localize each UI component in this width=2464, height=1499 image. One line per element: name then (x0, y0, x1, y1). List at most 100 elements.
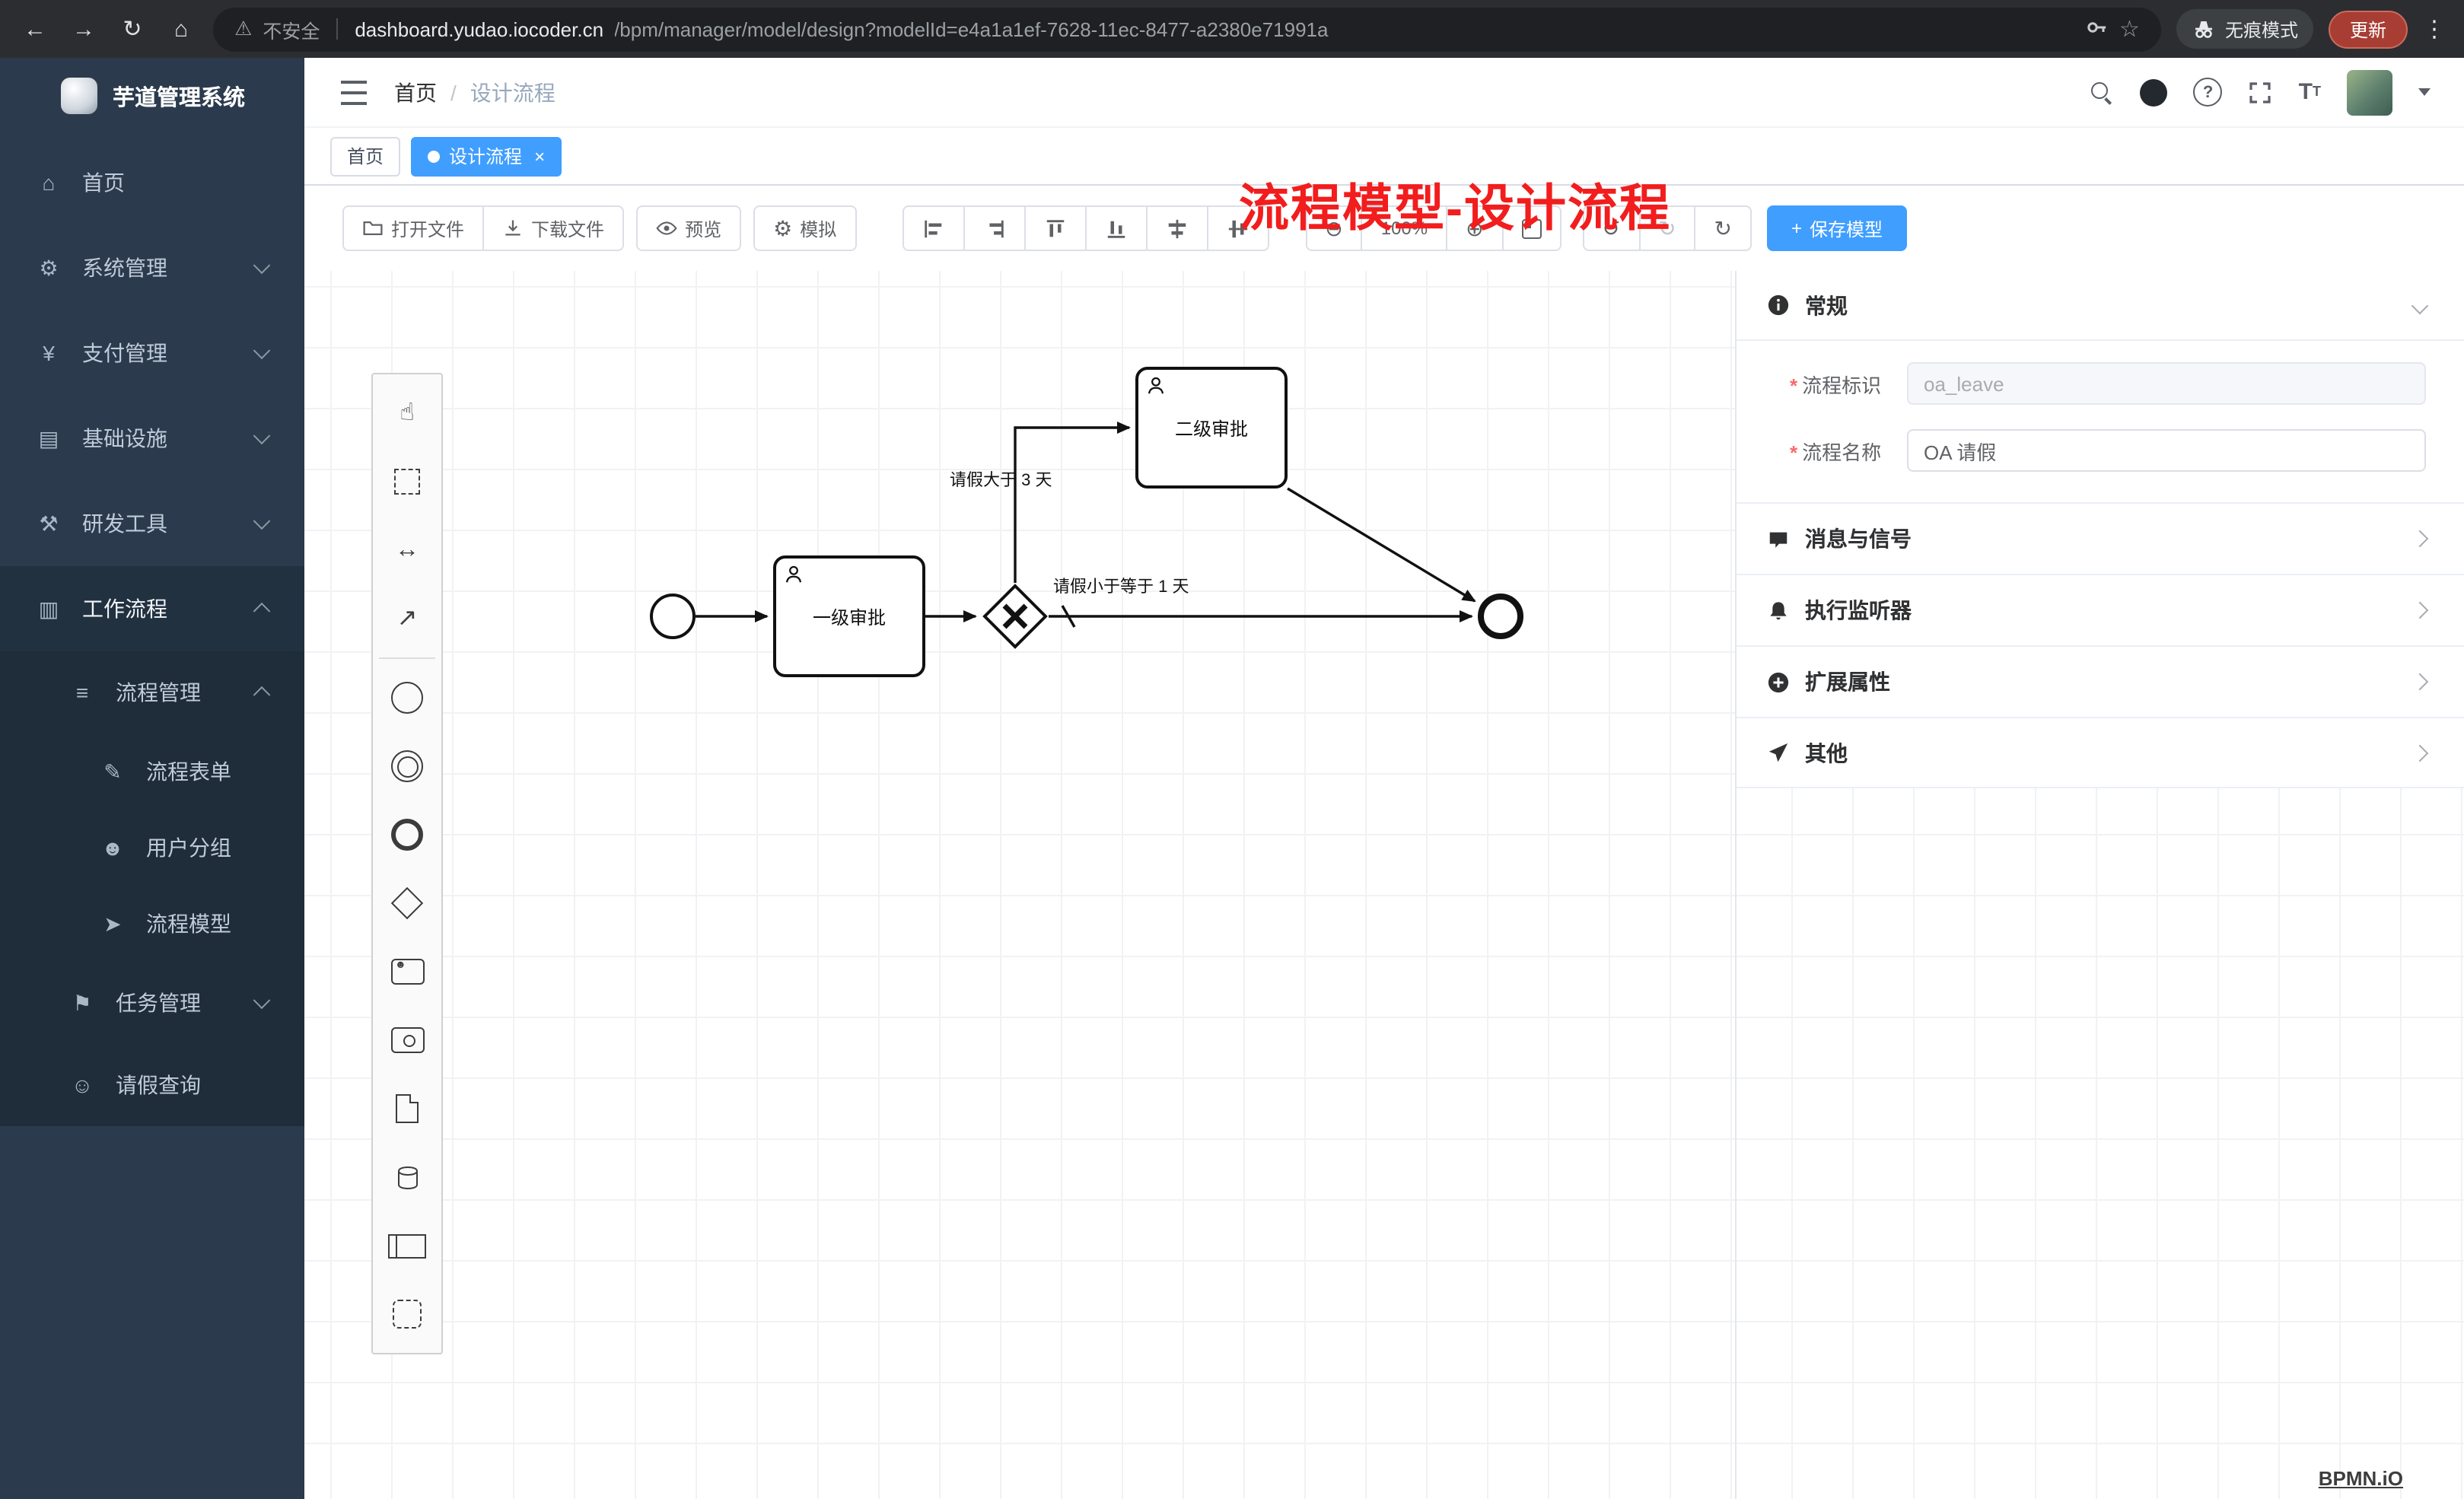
hand-tool[interactable]: ☝ (400, 399, 415, 425)
plus-icon: + (1791, 218, 1803, 239)
zoom-out-button[interactable]: ⊖ (1305, 205, 1363, 251)
align-right-button[interactable] (963, 205, 1026, 251)
panel-section-messages-signals[interactable]: 消息与信号 (1737, 502, 2464, 574)
close-icon[interactable]: × (534, 145, 546, 167)
zoom-reset-button[interactable] (1501, 205, 1561, 251)
sidebar-item-infrastructure[interactable]: ▤ 基础设施 (0, 396, 304, 481)
sidebar-item-workflow[interactable]: ▥ 工作流程 (0, 566, 304, 651)
create-gateway[interactable] (374, 869, 440, 937)
align-center-vertical-button[interactable] (1206, 205, 1269, 251)
divider (336, 18, 339, 40)
reload-icon[interactable]: ↻ (123, 17, 142, 43)
sidebar-item-process-model[interactable]: ➤ 流程模型 (0, 886, 304, 962)
sidebar-item-process-form[interactable]: ✎ 流程表单 (0, 734, 304, 810)
sidebar-item-task-management[interactable]: ⚑ 任务管理 (0, 962, 304, 1044)
redo-icon: ↻ (1658, 216, 1676, 240)
process-name-input[interactable] (1907, 429, 2426, 472)
logo-image (61, 78, 97, 114)
end-event-node[interactable] (1478, 594, 1523, 639)
sidebar-item-system[interactable]: ⚙ 系统管理 (0, 225, 304, 310)
create-user-task[interactable] (374, 937, 440, 1006)
menu-fold-icon[interactable] (341, 80, 367, 104)
preview-button[interactable]: 预览 (636, 205, 742, 251)
zoom-level[interactable]: 100% (1361, 205, 1448, 251)
save-model-button[interactable]: + 保存模型 (1767, 205, 1908, 251)
create-call-activity[interactable] (374, 1006, 440, 1074)
zoom-in-button[interactable]: ⊕ (1446, 205, 1504, 251)
create-intermediate-event[interactable] (374, 732, 440, 800)
panel-section-extended-properties[interactable]: 扩展属性 (1737, 645, 2464, 717)
home-icon[interactable]: ⌂ (173, 16, 189, 42)
space-tool[interactable]: ↔ (395, 536, 419, 562)
download-icon (505, 220, 520, 236)
general-fields: *流程标识 *流程名称 (1737, 341, 2464, 502)
users-icon: ☻ (101, 835, 124, 860)
address-bar[interactable]: ⚠ 不安全 dashboard.yudao.iocoder.cn /bpm/ma… (213, 7, 2161, 51)
bpmn-io-watermark[interactable]: BPMN.iO (2318, 1467, 2403, 1490)
align-bottom-button[interactable] (1084, 205, 1148, 251)
url-path: /bpm/manager/model/design?modelId=e4a1a1… (614, 18, 1329, 40)
open-file-button[interactable]: 打开文件 (342, 205, 485, 251)
create-participant[interactable] (374, 1211, 440, 1280)
user-task-first-approval[interactable]: 一级审批 (773, 555, 925, 677)
tab-home[interactable]: 首页 (330, 136, 401, 176)
panel-section-other[interactable]: 其他 (1737, 717, 2464, 788)
back-icon[interactable]: ← (24, 16, 46, 42)
forward-icon[interactable]: → (72, 16, 95, 42)
restart-button[interactable]: ↻ (1694, 205, 1752, 251)
bpmn-canvas[interactable]: ☝ ↔ ↗ (304, 271, 2464, 1499)
required-asterisk: * (1790, 441, 1798, 463)
frame-icon (1521, 218, 1542, 238)
create-group[interactable] (374, 1280, 440, 1348)
password-key-icon[interactable] (2084, 14, 2109, 43)
caret-down-icon[interactable] (2418, 88, 2431, 102)
align-center-horizontal-button[interactable] (1145, 205, 1208, 251)
align-top-button[interactable] (1023, 205, 1087, 251)
app-logo[interactable]: 芋道管理系统 (0, 58, 304, 134)
download-file-button[interactable]: 下载文件 (482, 205, 625, 251)
create-end-event[interactable] (374, 800, 440, 869)
flag-icon: ⚑ (72, 990, 92, 1014)
create-data-object[interactable] (374, 1074, 440, 1143)
help-icon[interactable]: ? (2193, 78, 2223, 107)
panel-section-execution-listeners[interactable]: 执行监听器 (1737, 574, 2464, 645)
sidebar-item-home[interactable]: ⌂ 首页 (0, 140, 304, 225)
sidebar-item-process-management[interactable]: ≡ 流程管理 (0, 651, 304, 734)
create-data-store[interactable] (374, 1143, 440, 1211)
sidebar-item-payment[interactable]: ¥ 支付管理 (0, 310, 304, 396)
chevron-down-icon (253, 342, 271, 360)
simulate-button[interactable]: ⚙ 模拟 (753, 205, 857, 251)
create-start-event[interactable] (374, 664, 440, 732)
sidebar-item-leave-query[interactable]: ☺ 请假查询 (0, 1044, 304, 1126)
bookmark-star-icon[interactable]: ☆ (2119, 17, 2140, 43)
browser-update-button[interactable]: 更新 (2328, 10, 2408, 48)
user-task-second-approval[interactable]: 二级审批 (1135, 367, 1288, 489)
tab-design-process[interactable]: 设计流程 × (411, 136, 562, 176)
exclusive-gateway-node[interactable] (982, 583, 1049, 650)
github-icon[interactable] (2140, 78, 2168, 106)
breadcrumb-home[interactable]: 首页 (394, 80, 437, 104)
fullscreen-icon[interactable] (2249, 80, 2273, 104)
undo-button[interactable]: ↺ (1582, 205, 1641, 251)
browser-menu-icon[interactable]: ⋮ (2423, 17, 2446, 43)
align-left-button[interactable] (902, 205, 965, 251)
sidebar-item-devtools[interactable]: ⚒ 研发工具 (0, 481, 304, 566)
tools-icon: ⚒ (39, 511, 59, 535)
start-event-node[interactable] (650, 594, 696, 639)
global-connect-tool[interactable]: ↗ (396, 605, 418, 631)
security-label: 不安全 (263, 21, 320, 42)
panel-section-general[interactable]: 常规 (1737, 271, 2464, 341)
lasso-tool[interactable] (374, 447, 440, 516)
zoom-in-icon: ⊕ (1466, 216, 1484, 240)
redo-button[interactable]: ↻ (1638, 205, 1696, 251)
sidebar-item-user-group[interactable]: ☻ 用户分组 (0, 810, 304, 886)
bpmn-designer: 打开文件 下载文件 预览 ⚙ (304, 186, 2464, 1499)
chevron-right-icon (2411, 673, 2429, 691)
avatar[interactable] (2347, 69, 2392, 115)
palette-separator (379, 657, 435, 659)
search-icon[interactable] (2090, 80, 2115, 104)
process-key-input[interactable] (1907, 362, 2426, 405)
